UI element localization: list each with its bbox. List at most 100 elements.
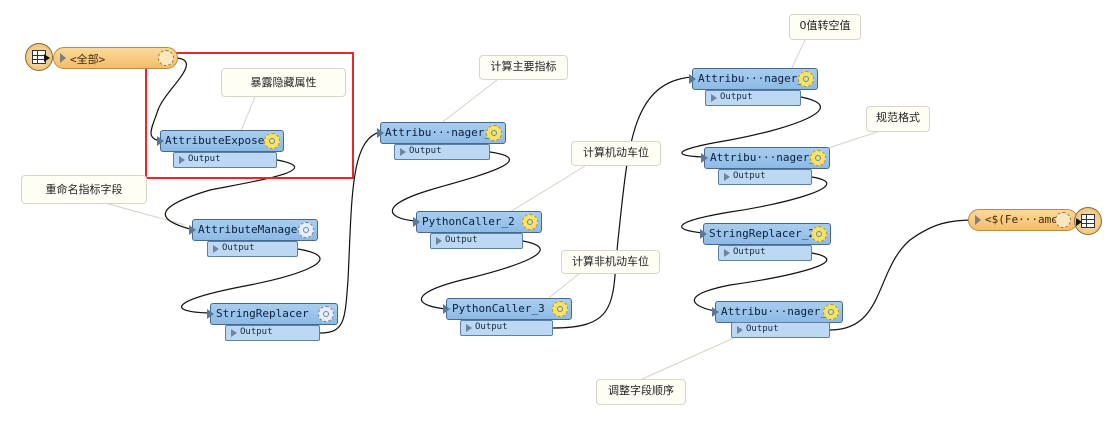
connection-attribute-manager-3-to-attribute-manager-4 <box>681 96 821 158</box>
gear-icon[interactable] <box>522 214 538 230</box>
input-port-icon[interactable] <box>189 225 196 235</box>
gear-icon[interactable] <box>823 304 839 320</box>
output-port-icon <box>724 173 730 181</box>
collapse-arrow-icon[interactable] <box>975 215 981 225</box>
connection-python-caller-2-to-python-caller-3 <box>420 240 541 310</box>
transformer-attribute-manager-5[interactable]: Attribu···nager_5 <box>712 301 843 323</box>
reader-feature-label: <全部> <box>70 53 106 66</box>
table-grid-icon <box>1081 214 1095 228</box>
transformer-string-replacer[interactable]: StringReplacer <box>207 303 338 325</box>
input-port-icon[interactable] <box>689 74 696 84</box>
output-port-icon <box>231 329 237 337</box>
gear-icon[interactable] <box>318 306 334 322</box>
input-port-icon[interactable] <box>712 307 719 317</box>
annotation-leader-expose-hidden <box>239 96 256 134</box>
transformer-title: StringReplacer <box>216 307 309 320</box>
output-port-python-caller-3[interactable]: Output <box>460 320 553 336</box>
annotation-rename-fields[interactable]: 重命名指标字段 <box>21 175 147 204</box>
gear-icon[interactable] <box>1055 212 1071 228</box>
transformer-title: Attribu···nager_5 <box>721 305 834 318</box>
output-port-attribute-manager-5[interactable]: Output <box>731 322 830 338</box>
gear-icon[interactable] <box>298 222 314 238</box>
port-label: Output <box>222 243 255 253</box>
transformer-attribute-manager[interactable]: AttributeManager <box>189 219 318 241</box>
reader-feature-type[interactable]: <全部> <box>53 47 178 69</box>
gear-icon[interactable] <box>158 50 174 66</box>
annotation-normalize-format[interactable]: 规范格式 <box>866 106 930 132</box>
input-port-icon[interactable] <box>413 217 420 227</box>
annotation-leader-compute-motor <box>499 165 586 219</box>
output-port-attribute-manager-3[interactable]: Output <box>705 90 801 106</box>
port-label: Output <box>733 171 766 181</box>
connection-string-replacer-2-to-attribute-manager-5 <box>693 252 828 312</box>
input-port-icon[interactable] <box>443 304 450 314</box>
connect-arrow-icon <box>44 54 50 62</box>
annotation-compute-main[interactable]: 计算主要指标 <box>479 55 568 80</box>
input-port-icon[interactable] <box>700 229 707 239</box>
connection-attribute-manager-to-string-replacer <box>181 248 321 314</box>
port-label: Output <box>188 154 221 164</box>
transformer-title: AttributeManager <box>198 223 304 236</box>
gear-icon[interactable] <box>264 133 280 149</box>
gear-icon[interactable] <box>552 301 568 317</box>
annotation-zero-to-null[interactable]: 0值转空值 <box>789 14 861 40</box>
input-port-icon[interactable] <box>157 136 164 146</box>
output-port-icon <box>724 249 730 257</box>
output-port-icon <box>179 156 185 164</box>
output-port-attribute-manager[interactable]: Output <box>207 241 298 257</box>
gear-icon[interactable] <box>810 150 826 166</box>
transformer-attribute-manager-8[interactable]: Attribu···nager_8 <box>377 122 506 144</box>
output-port-icon <box>213 245 219 253</box>
transformer-string-replacer-2[interactable]: StringReplacer_2 <box>700 223 831 245</box>
transformer-python-caller-3[interactable]: PythonCaller_3 <box>443 298 572 320</box>
output-port-icon <box>436 237 442 245</box>
input-port-icon[interactable] <box>207 309 214 319</box>
annotation-compute-motor[interactable]: 计算机动车位 <box>571 141 661 166</box>
collapse-arrow-icon[interactable] <box>60 53 66 63</box>
transformer-attribute-manager-4[interactable]: Attribu···nager_4 <box>701 147 830 169</box>
annotation-leader-compute-main <box>439 79 498 125</box>
connection-string-replacer-to-attribute-manager-8 <box>319 131 381 334</box>
output-port-icon <box>737 326 743 334</box>
connection-attribute-manager-8-to-python-caller-2 <box>391 151 510 222</box>
output-port-icon <box>466 324 472 332</box>
output-port-attribute-manager-4[interactable]: Output <box>718 169 812 185</box>
port-label: Output <box>746 324 779 334</box>
transformer-python-caller-2[interactable]: PythonCaller_2 <box>413 211 542 233</box>
transformer-attribute-manager-3[interactable]: Attribu···nager_3 <box>689 68 818 90</box>
transformer-title: Attribu···nager_8 <box>385 126 498 139</box>
output-port-string-replacer-2[interactable]: Output <box>718 245 812 261</box>
annotation-leader-reorder-fields <box>639 332 746 381</box>
writer-feature-label: <$(Fe···ame)> <box>985 213 1072 226</box>
port-label: Output <box>409 146 442 156</box>
writer-table-icon[interactable] <box>1074 207 1102 235</box>
annotation-leader-zero-to-null <box>789 39 806 73</box>
transformer-title: Attribu···nager_4 <box>710 151 823 164</box>
connection-attribute-manager-5-to-writer <box>829 219 971 331</box>
gear-icon[interactable] <box>486 125 502 141</box>
transformer-attribute-exposer[interactable]: AttributeExposer <box>157 130 284 152</box>
reader-table-icon[interactable] <box>25 43 53 71</box>
connection-attribute-exposer-to-attribute-manager <box>164 159 296 230</box>
output-port-string-replacer[interactable]: Output <box>225 325 320 341</box>
transformer-title: PythonCaller_2 <box>422 215 515 228</box>
connection-python-caller-3-to-attribute-manager-3 <box>552 76 693 329</box>
output-port-attribute-manager-8[interactable]: Output <box>394 144 490 160</box>
output-port-python-caller-2[interactable]: Output <box>430 233 523 249</box>
highlight-box <box>145 52 354 179</box>
port-label: Output <box>733 247 766 257</box>
input-port-icon[interactable] <box>377 128 384 138</box>
port-label: Output <box>445 235 478 245</box>
connection-reader-to-attribute-exposer <box>150 57 187 142</box>
input-port-icon[interactable] <box>701 153 708 163</box>
annotation-expose-hidden[interactable]: 暴露隐藏属性 <box>221 68 346 97</box>
output-port-icon <box>711 94 717 102</box>
annotation-reorder-fields[interactable]: 调整字段顺序 <box>596 379 686 405</box>
output-port-attribute-exposer[interactable]: Output <box>173 152 277 168</box>
connect-arrow-icon <box>1076 218 1082 226</box>
annotation-compute-nonmotor[interactable]: 计算非机动车位 <box>561 250 660 274</box>
gear-icon[interactable] <box>811 226 827 242</box>
writer-feature-type[interactable]: <$(Fe···ame)> <box>968 209 1078 231</box>
gear-icon[interactable] <box>798 71 814 87</box>
